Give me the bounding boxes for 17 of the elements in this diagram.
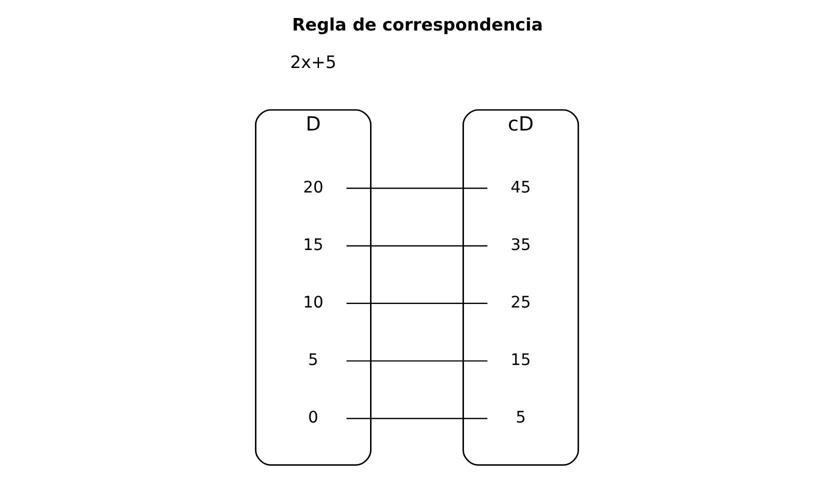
connector (346, 245, 487, 246)
node-text: 0 (308, 408, 318, 427)
connector (346, 302, 487, 304)
node-text: 15 (302, 235, 323, 254)
node-text: 5 (308, 350, 318, 370)
node-text: 25 (510, 292, 530, 312)
node-text: 10 (302, 292, 323, 312)
node-text: 15 (510, 350, 530, 370)
node-text: 45 (510, 177, 530, 196)
node-text: 35 (510, 235, 530, 254)
node-text: 5 (515, 408, 526, 427)
connector (346, 188, 487, 189)
diagram-title: Regla de correspondencia (292, 16, 542, 36)
label: 2x+5 (290, 52, 336, 73)
node-text: 20 (302, 177, 323, 196)
connector (346, 360, 487, 362)
connector (346, 418, 487, 420)
